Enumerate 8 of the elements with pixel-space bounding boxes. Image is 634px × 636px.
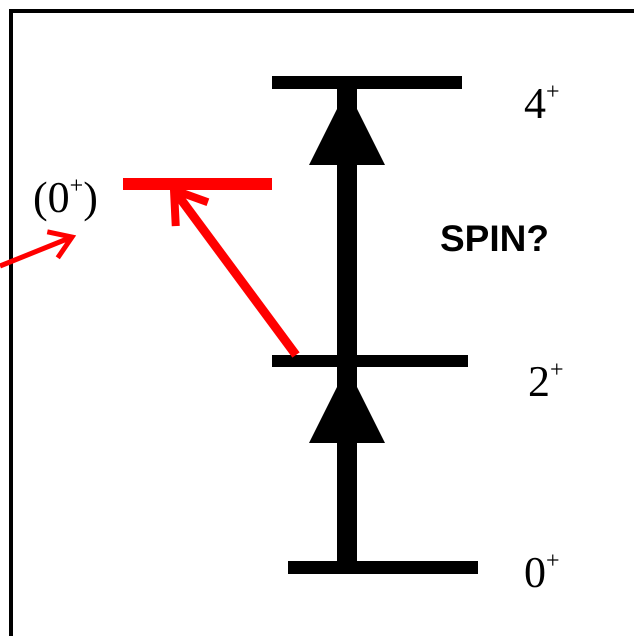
transition-arrow (0, 229, 74, 268)
spin-parity-label: 2$^{+}$ (528, 360, 564, 404)
transition-arrow (309, 89, 385, 355)
annotation-text: SPIN? (440, 218, 549, 260)
spin-parity-label: (0$^{+}$) (33, 176, 98, 220)
spin-parity-label: 0$^{+}$ (524, 551, 560, 595)
transition-arrow (309, 367, 385, 561)
spin-parity-label: 4$^{+}$ (524, 82, 560, 126)
